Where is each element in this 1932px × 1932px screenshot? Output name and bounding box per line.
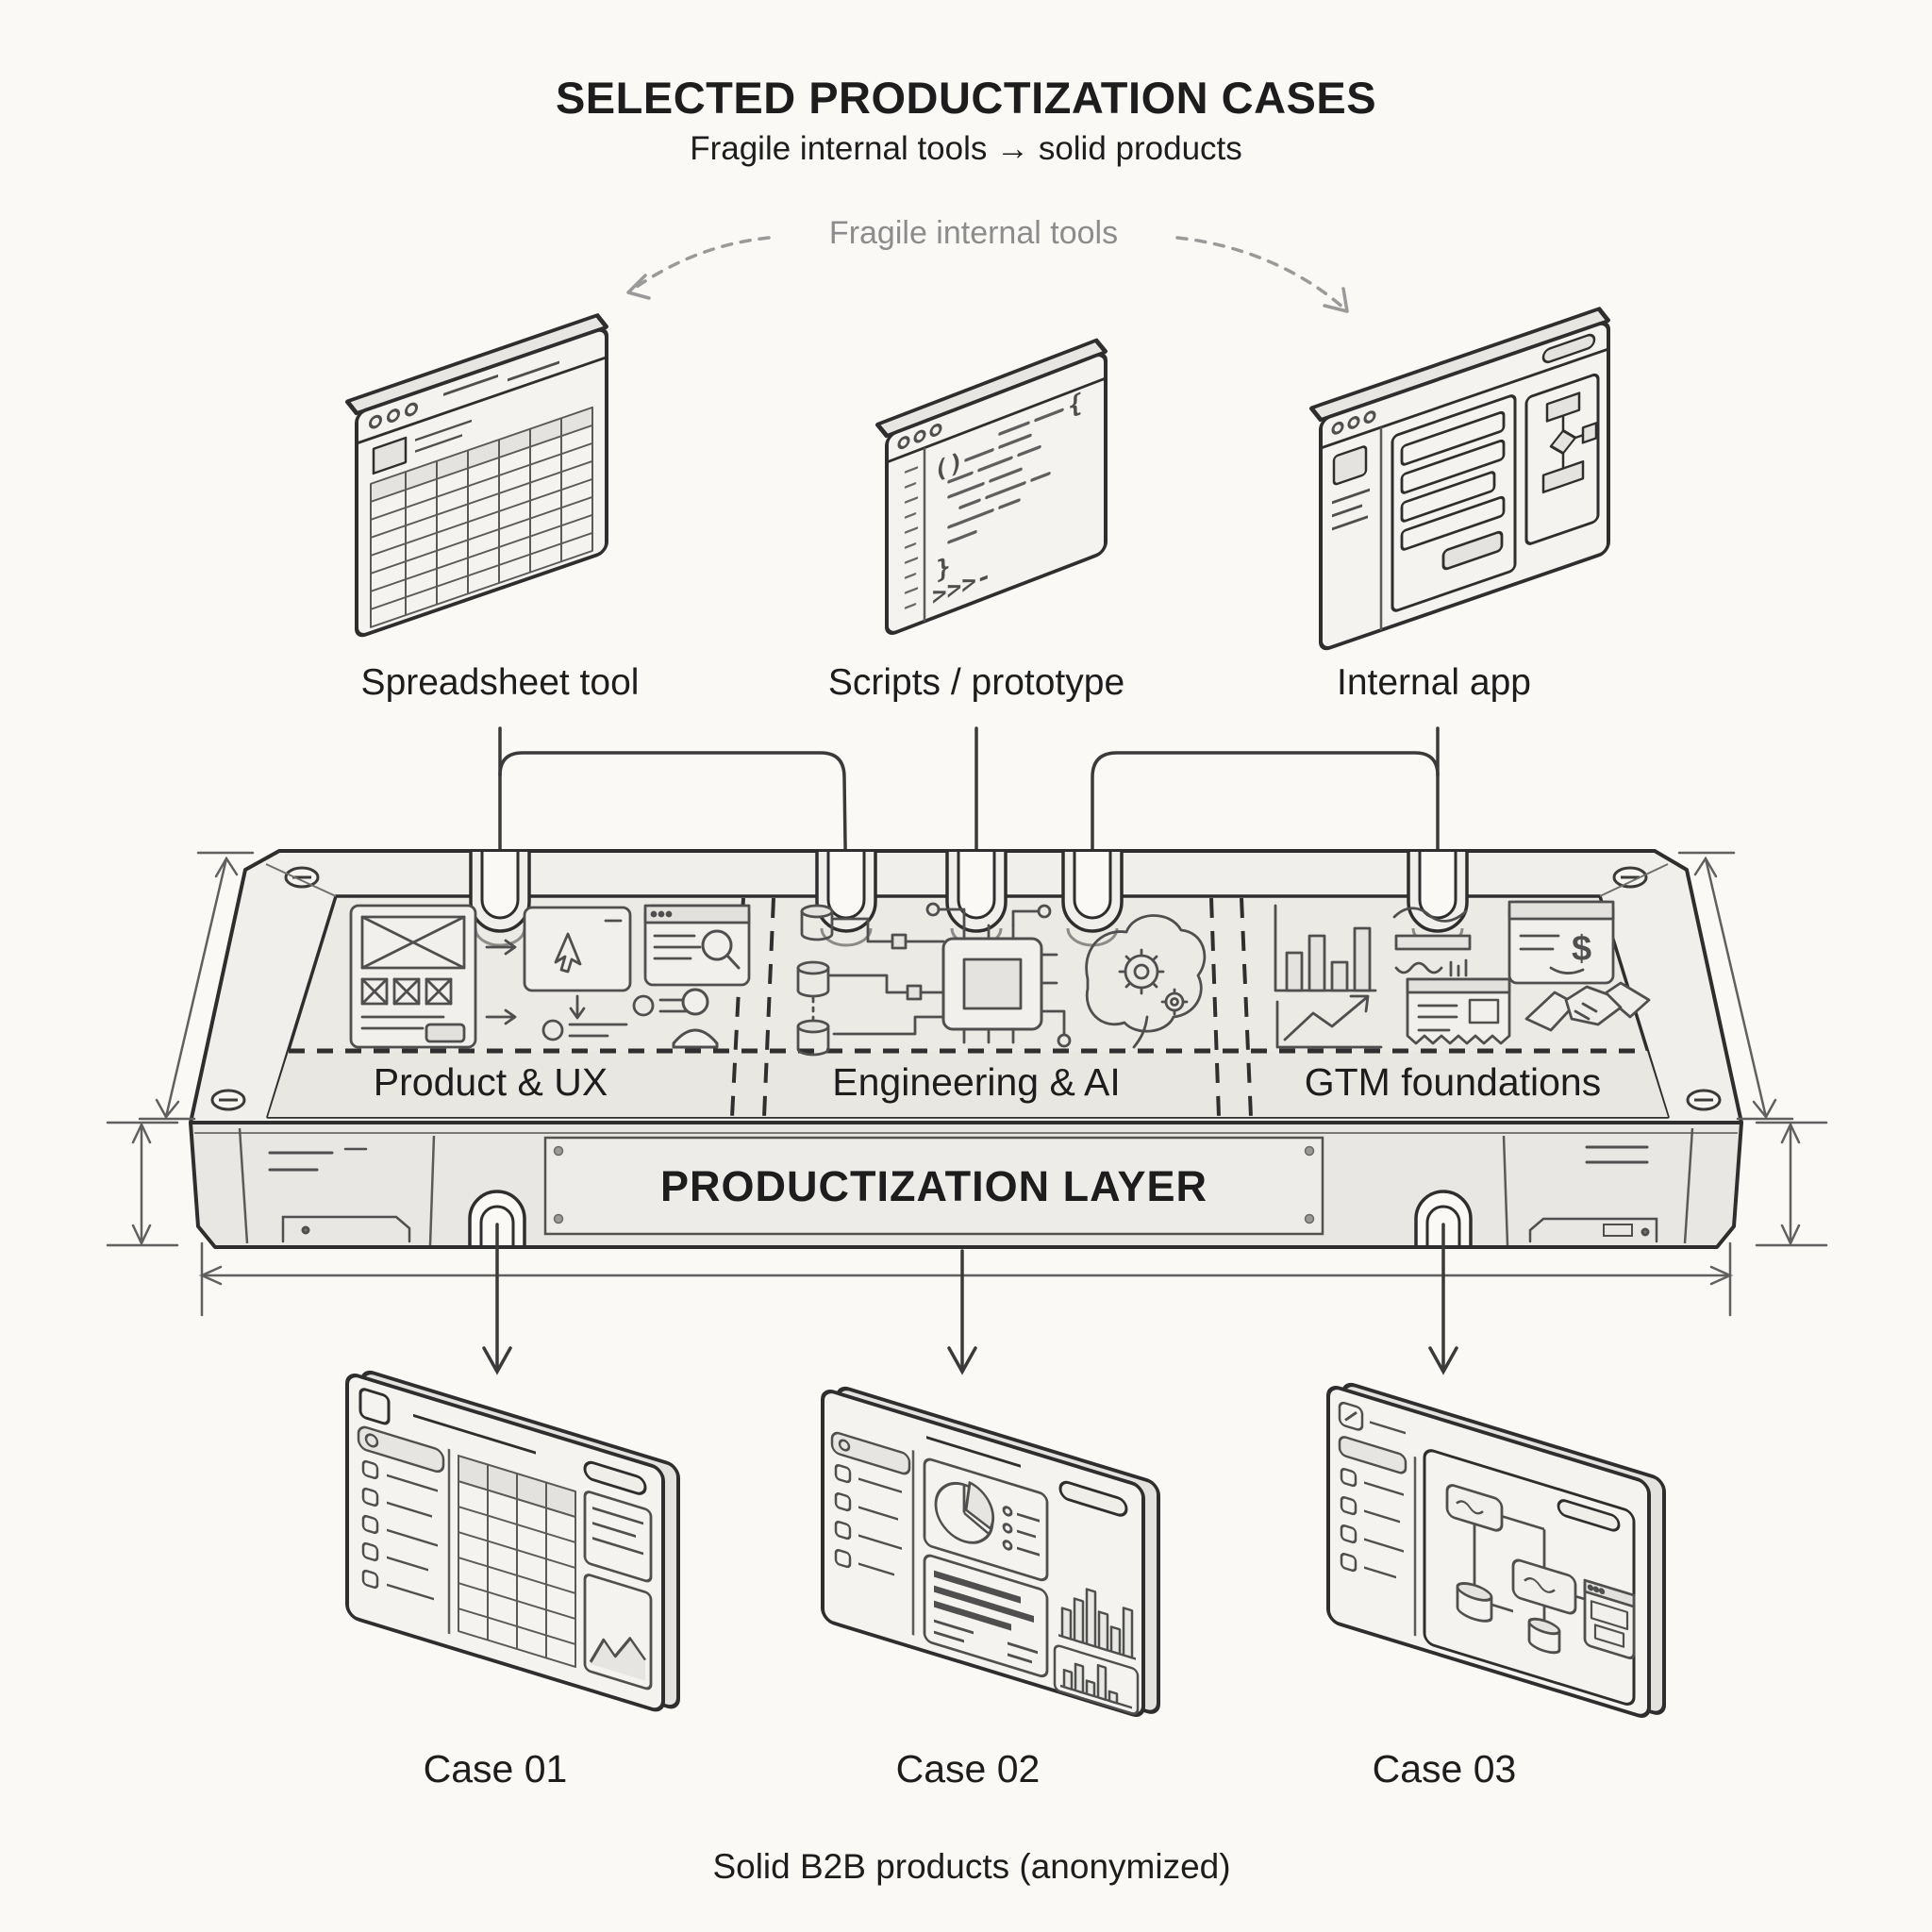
page-title: SELECTED PRODUCTIZATION CASES: [555, 73, 1377, 123]
section-label-engineering-ai: Engineering & AI: [832, 1060, 1121, 1104]
case-01-screen: [345, 1370, 680, 1712]
cursor-card-icon: [523, 906, 632, 1020]
bevel-lines: [265, 863, 1669, 897]
fragile-tools-callout-label: Fragile internal tools: [828, 215, 1119, 251]
layer-nameplate: [543, 1136, 1324, 1236]
internal-app-icon: [1309, 307, 1610, 651]
productization-layer-label: PRODUCTIZATION LAYER: [659, 1162, 1208, 1210]
platform-to-case-arrows: [482, 1223, 1458, 1375]
corner-screws: [210, 866, 1722, 1111]
brace-open-glyph: {: [1068, 388, 1083, 422]
tool-label-internal-app: Internal app: [1337, 662, 1531, 703]
case-02-bars-tall: [1058, 1588, 1136, 1660]
section-label-gtm-foundations: GTM foundations: [1304, 1060, 1602, 1104]
engineering-ai-icons: [796, 902, 1207, 1057]
dollar-glyph: $: [1572, 929, 1591, 969]
case-03-label: Case 03: [1372, 1747, 1517, 1790]
case-01-table: [458, 1455, 576, 1669]
wireframe-icon: [349, 904, 477, 1049]
ai-brain-icon: [1085, 914, 1207, 1049]
page-subtitle: Fragile internal tools → solid products: [690, 130, 1242, 167]
tool-label-spreadsheet: Spreadsheet tool: [360, 662, 640, 703]
band-seams: [238, 1127, 1694, 1246]
bar-chart-icon: [1274, 904, 1377, 992]
flow-arrow-icon: [485, 939, 517, 1025]
section-label-product-ux: Product & UX: [373, 1060, 608, 1104]
band-details: [268, 1145, 1658, 1243]
case-02-screen: [821, 1386, 1160, 1717]
dollar-card-icon: $: [1507, 900, 1615, 985]
person-icon: [672, 988, 719, 1049]
nameplate-screws: [553, 1145, 1315, 1224]
spreadsheet-tool-icon: [345, 313, 608, 638]
dimension-lines: [106, 851, 1828, 1317]
bottom-caption: Solid B2B products (anonymized): [712, 1847, 1231, 1886]
band-ports: [468, 1190, 1473, 1245]
case-01-label: Case 01: [423, 1747, 568, 1790]
case-02-label: Case 02: [895, 1747, 1041, 1790]
case-03-screen: [1326, 1382, 1666, 1718]
case-02-text-panel: [923, 1554, 1049, 1678]
brace-close-glyph: }: [936, 552, 951, 586]
platform-label-strip: [268, 1051, 1668, 1117]
scripts-prototype-icon: { () } >>>-: [875, 338, 1108, 636]
receipt-icon: [1406, 977, 1511, 1045]
fragile-callout-arrows: [626, 236, 1349, 313]
productization-platform: $: [189, 849, 1743, 1249]
browser-search-icon: [643, 904, 751, 987]
signature-icon: [1392, 907, 1472, 977]
tool-label-scripts: Scripts / prototype: [827, 662, 1125, 703]
top-ports: [469, 852, 1469, 947]
product-ux-icons: [349, 904, 751, 1049]
gtm-icons: $: [1274, 900, 1651, 1049]
case-02-bars-small: [1053, 1644, 1140, 1715]
growth-chart-icon: [1275, 994, 1383, 1049]
case-02-pie-panel: [923, 1457, 1049, 1582]
handshake-icon: [1524, 981, 1651, 1032]
chip-icon: [941, 924, 1058, 1044]
circuit-traces: [828, 902, 1072, 1048]
database-icon: [796, 904, 834, 1057]
case-03-flow-nodes: [1445, 1484, 1636, 1659]
